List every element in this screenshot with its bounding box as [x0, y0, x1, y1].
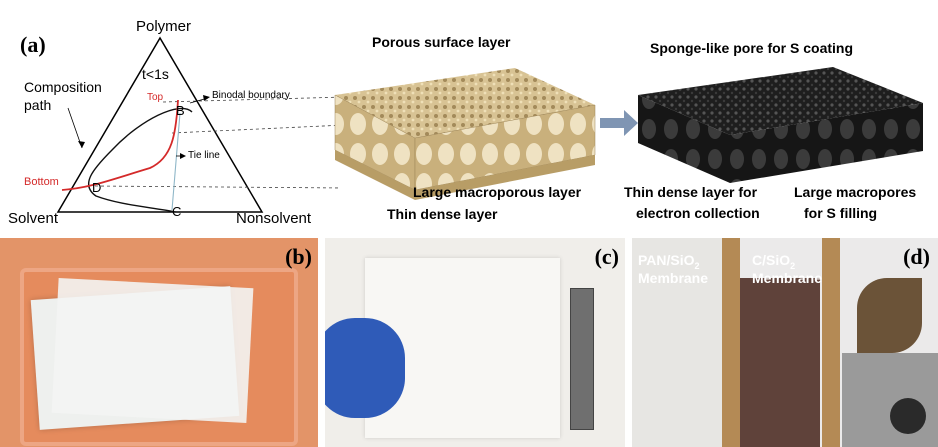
- large-macropores-label-2: for S filling: [804, 205, 878, 221]
- tie-line: [171, 112, 181, 211]
- composition-path-red: [61, 99, 179, 191]
- wood-ruler-1: [722, 238, 740, 447]
- dashed-line-top: [162, 96, 340, 103]
- thin-dense-electron-label-2: electron collection: [636, 205, 760, 221]
- pan-membrane-label: Membrane: [638, 270, 709, 286]
- panel-label-b: (b): [285, 244, 312, 269]
- point-b-label: B: [176, 103, 185, 118]
- ternary-triangle: [56, 36, 264, 213]
- dashed-line-bottom: [94, 185, 340, 189]
- thin-dense-electron-label-1: Thin dense layer for: [624, 184, 758, 200]
- solvent-label: Solvent: [8, 210, 59, 227]
- ternary-diagram: [56, 36, 340, 213]
- disc-sample: [890, 398, 926, 434]
- binodal-curve: [87, 107, 193, 213]
- porous-surface-title: Porous surface layer: [372, 34, 511, 50]
- photo-c-large-membrane: (c): [325, 238, 625, 447]
- panel-label-d: (d): [903, 244, 930, 269]
- nonsolvent-label: Nonsolvent: [236, 210, 312, 227]
- point-c-label: C: [172, 204, 182, 219]
- wood-ruler-2: [822, 238, 840, 447]
- binodal-boundary-label: Binodal boundary: [212, 90, 290, 101]
- c-sio2-label: C/SiO2: [752, 252, 796, 271]
- tie-line-label: Tie line: [188, 150, 220, 161]
- steel-ruler: [570, 288, 594, 430]
- sponge-membrane-illustration: [638, 67, 923, 183]
- bent-membrane: [857, 278, 922, 353]
- thin-dense-label: Thin dense layer: [387, 206, 498, 222]
- pan-sio2-membrane: [632, 238, 722, 447]
- blue-glove: [325, 318, 405, 418]
- inset-ruler: [842, 353, 938, 447]
- photo-b-membrane-tray: (b): [0, 238, 318, 447]
- large-macropores-label-1: Large macropores: [794, 184, 917, 200]
- c-sio2-membrane: [740, 278, 820, 447]
- time-label: t<1s: [142, 66, 169, 82]
- panel-label-a: (a): [20, 32, 46, 57]
- panel-label-c: (c): [594, 244, 619, 269]
- large-macroporous-label: Large macroporous layer: [413, 184, 582, 200]
- c-membrane-label: Membrane: [752, 270, 823, 286]
- photo-d-membranes: PAN/SiO2 Membrane C/SiO2 Membrane (d): [632, 238, 938, 447]
- porous-membrane-illustration: [334, 68, 596, 200]
- point-d-label: D: [92, 180, 102, 195]
- top-label: Top: [147, 92, 164, 103]
- pan-sio2-label: PAN/SiO2: [638, 252, 700, 271]
- dashed-line-middle: [171, 124, 340, 134]
- transformation-arrow: [600, 110, 638, 136]
- polymer-label: Polymer: [136, 18, 192, 35]
- composition-path-label: Composition path: [24, 79, 102, 113]
- bottom-label: Bottom: [24, 176, 59, 188]
- sponge-pore-title: Sponge-like pore for S coating: [650, 40, 854, 56]
